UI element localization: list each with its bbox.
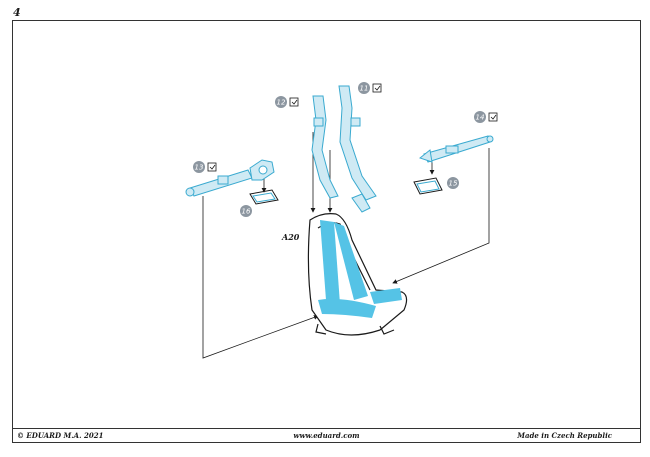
- origin-text: Made in Czech Republic: [517, 431, 612, 440]
- callout-14-number: 14: [476, 114, 485, 122]
- callout-12-number: 12: [277, 99, 286, 107]
- shoulder-belts: [311, 85, 377, 213]
- plate-16: [249, 189, 279, 205]
- buckle-plates: [249, 177, 443, 205]
- part-label-a20: A20: [281, 232, 300, 242]
- leader-lap-belt-left: [202, 196, 319, 359]
- website-text: www.eduard.com: [293, 431, 360, 440]
- callout-13-number: 13: [195, 164, 204, 172]
- instruction-frame: [12, 20, 641, 429]
- lap-belt-left: [185, 159, 275, 197]
- callout-11-number: 11: [360, 85, 369, 93]
- seat: [307, 213, 408, 336]
- callout-14: 14: [474, 111, 498, 123]
- footer-bar: © EDUARD M.A. 2021 www.eduard.com Made i…: [12, 428, 641, 443]
- check-box-icon: [372, 83, 382, 93]
- page-number: 4: [13, 6, 21, 19]
- copyright-text: © EDUARD M.A. 2021: [17, 431, 104, 440]
- shoulder-adjuster-left: [313, 117, 324, 127]
- callout-16-number: 16: [242, 208, 251, 216]
- shoulder-tab: [351, 193, 371, 213]
- callout-12: 12: [275, 96, 299, 108]
- callout-15: 15: [447, 177, 459, 189]
- callout-11: 11: [358, 82, 382, 94]
- plate-15: [413, 177, 443, 195]
- leader-lap-belt-right: [392, 148, 490, 284]
- shoulder-belt-right: [338, 85, 377, 201]
- check-box-icon: [207, 162, 217, 172]
- callout-15-number: 15: [449, 180, 458, 188]
- shoulder-belt-left: [311, 95, 339, 199]
- lap-belt-right: [418, 135, 494, 163]
- callout-16: 16: [240, 205, 252, 217]
- callout-13: 13: [193, 161, 217, 173]
- check-box-icon: [488, 112, 498, 122]
- check-box-icon: [289, 97, 299, 107]
- shoulder-adjuster-right: [350, 117, 361, 127]
